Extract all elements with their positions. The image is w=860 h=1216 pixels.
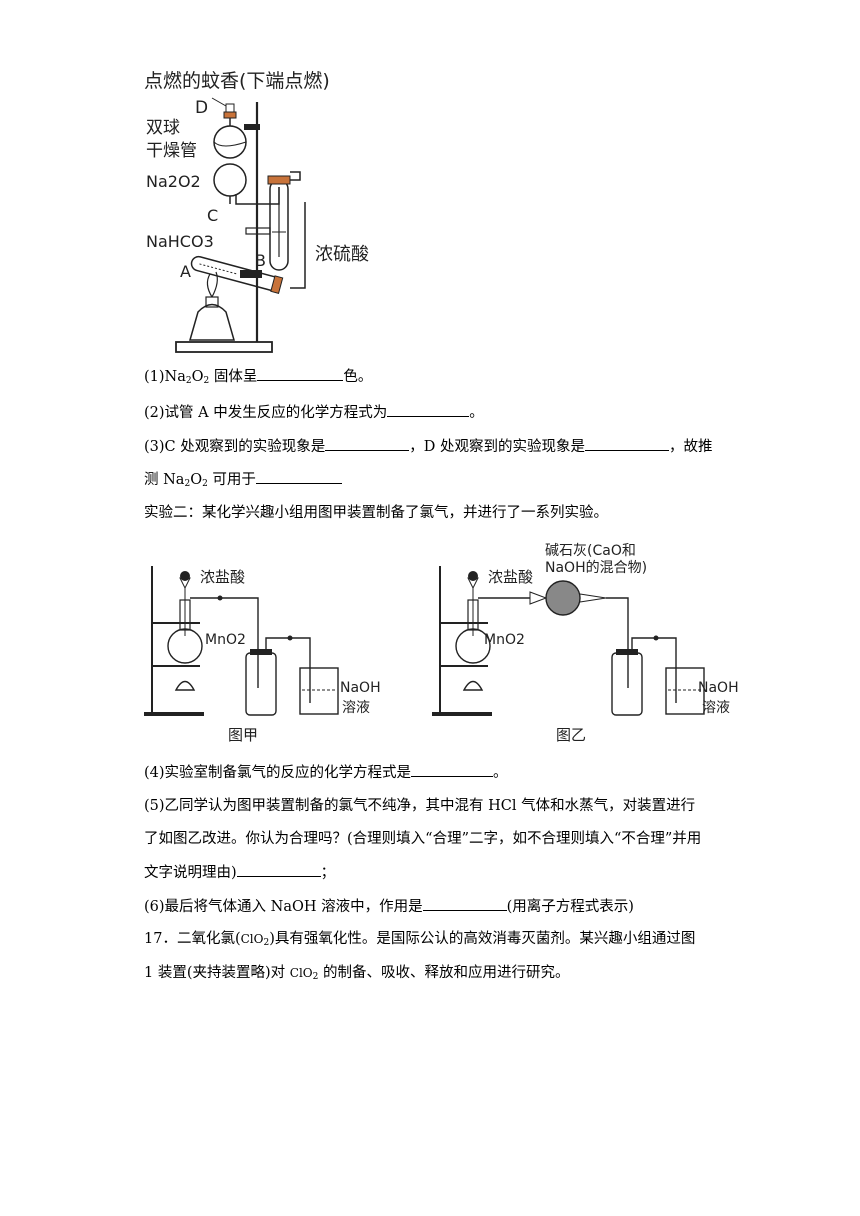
label-na2o2: Na2O2 <box>146 172 201 191</box>
question-1: (1)Na2O2 固体呈色。 <box>144 366 372 387</box>
question-4: (4)实验室制备氯气的反应的化学方程式是。 <box>144 762 508 783</box>
answer-blank-3b[interactable] <box>584 436 669 451</box>
label-sulfuric-acid: 浓硫酸 <box>315 244 369 265</box>
question-6: (6)最后将气体通入 NaOH 溶液中，作用是(用离子方程式表示) <box>144 896 634 917</box>
soda-lime-label-1: 碱石灰(CaO和 <box>545 543 636 559</box>
right-solution-label: 溶液 <box>702 700 730 716</box>
answer-blank-4[interactable] <box>411 762 494 777</box>
soda-lime-label-2: NaOH的混合物) <box>545 560 648 576</box>
question-5-line-2: 了如图乙改进。你认为合理吗？(合理则填入“合理”二字，如不合理则填入“不合理”并… <box>144 831 702 847</box>
answer-blank-5[interactable] <box>236 862 321 877</box>
experiment-2-intro: 实验二：某化学兴趣小组用图甲装置制备了氯气，并进行了一系列实验。 <box>144 505 608 521</box>
question-3-continued: 测 Na2O2 可用于 <box>144 469 342 490</box>
right-mno2-label: MnO2 <box>484 632 525 648</box>
right-figure-caption: 图乙 <box>556 726 587 744</box>
answer-blank-2[interactable] <box>387 402 470 417</box>
left-figure-caption: 图甲 <box>228 726 259 744</box>
question-5-line-3: 文字说明理由)； <box>144 862 335 883</box>
figure-1-title: 点燃的蚊香(下端点燃) <box>144 70 330 92</box>
label-b: B <box>255 251 266 270</box>
label-c: C <box>207 206 219 225</box>
figure-2-drawing <box>144 566 705 716</box>
left-mno2-label: MnO2 <box>205 632 246 648</box>
question-2: (2)试管 A 中发生反应的化学方程式为。 <box>144 402 484 423</box>
label-a: A <box>180 262 191 281</box>
answer-blank-3c[interactable] <box>255 469 342 484</box>
left-hcl-label: 浓盐酸 <box>200 568 246 586</box>
question-3: (3)C 处观察到的实验现象是，D 处观察到的实验现象是，故推 <box>144 436 712 457</box>
left-naoh-label: NaOH <box>340 680 381 696</box>
answer-blank-1[interactable] <box>257 366 344 381</box>
left-solution-label: 溶液 <box>342 700 370 716</box>
label-d: D <box>195 98 209 118</box>
label-dryer-1: 双球 <box>146 118 180 138</box>
right-naoh-label: NaOH <box>698 680 739 696</box>
answer-blank-6[interactable] <box>422 896 507 911</box>
right-hcl-label: 浓盐酸 <box>488 568 534 586</box>
figure-1-drawing <box>175 97 306 353</box>
question-17-line-1: 17．二氧化氯(ClO2)具有强氧化性。是国际公认的高效消毒灭菌剂。某兴趣小组通… <box>144 931 696 948</box>
label-dryer-2: 干燥管 <box>146 141 197 161</box>
question-5-line-1: (5)乙同学认为图甲装置制备的氯气不纯净，其中混有 HCl 气体和水蒸气，对装置… <box>144 798 696 814</box>
answer-blank-3a[interactable] <box>325 436 410 451</box>
label-nahco3: NaHCO3 <box>146 232 214 251</box>
question-17-line-2: 1 装置(夹持装置略)对 ClO2 的制备、吸收、释放和应用进行研究。 <box>144 965 570 982</box>
